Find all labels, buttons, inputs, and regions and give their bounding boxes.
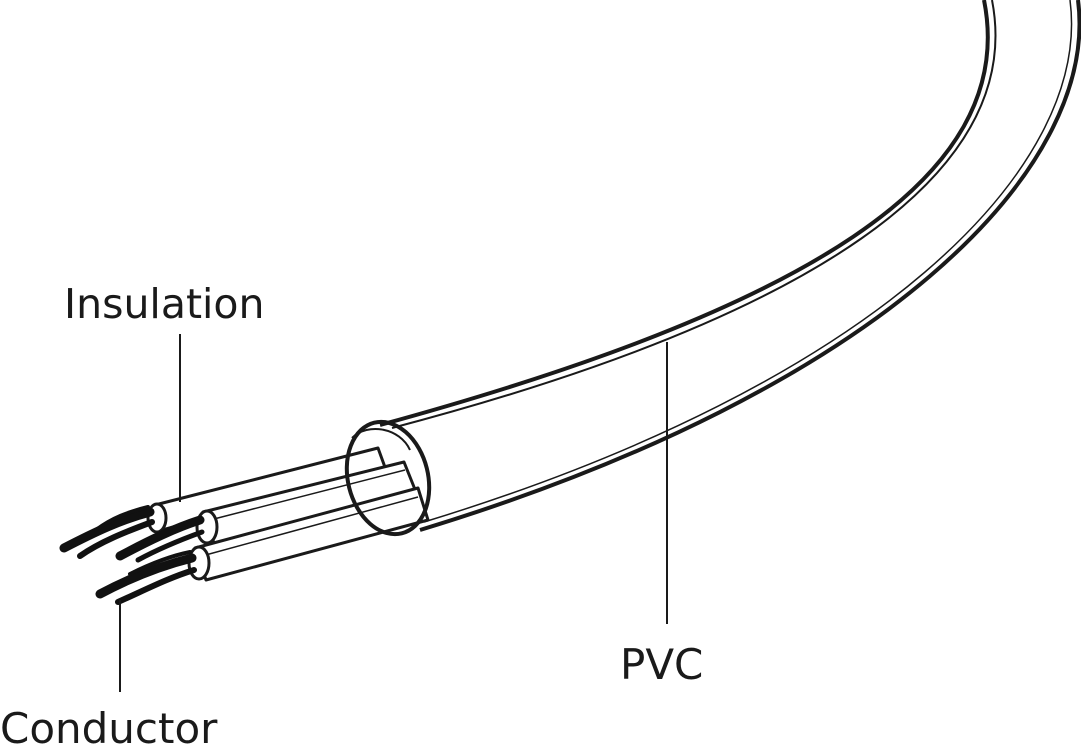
wire-highlight-2 [209,469,406,521]
strand-1 [59,507,155,553]
strand-6 [95,553,197,599]
jacket-opening [344,419,432,537]
conductor-label: Conductor [0,704,218,753]
strand-5 [135,529,205,563]
wire-highlight-3 [201,496,419,557]
pvc-jacket-outline-bottom-inner [423,0,1073,523]
strand-4 [115,515,205,561]
jacket-opening-outer [344,419,432,537]
strand-8 [128,550,192,576]
pvc-jacket-outline-inner [391,0,997,429]
insulation-label: Insulation [64,280,265,328]
strand-3 [94,505,150,532]
pvc-jacket [379,0,1081,532]
pvc-jacket-outline-top [379,0,990,427]
jacket-opening-inner [351,428,411,451]
wire-end-3 [187,545,211,581]
leader-lines [119,334,668,692]
pvc-jacket-outline-bottom [419,0,1081,532]
pvc-jacket-body [380,0,1080,530]
strand-2 [77,519,155,559]
strand-7 [115,567,197,605]
pvc-label: PVC [620,640,704,689]
conductor-strands [59,505,205,605]
